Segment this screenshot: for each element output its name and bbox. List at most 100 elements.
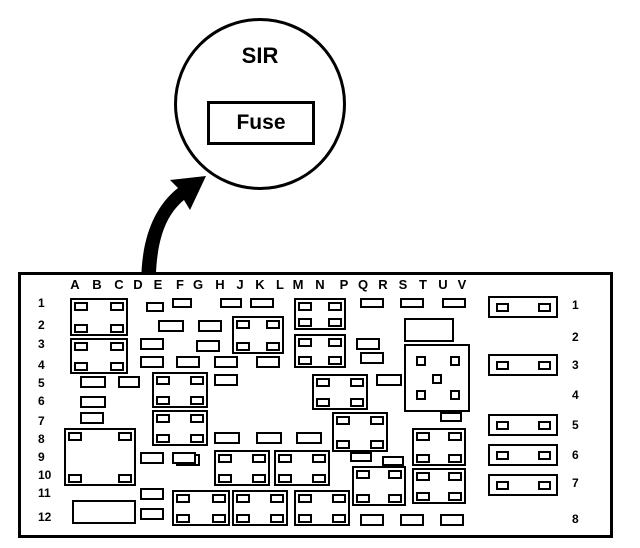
relay-contact xyxy=(110,362,124,371)
relay-contact xyxy=(298,514,312,523)
relay-contact xyxy=(350,398,364,407)
row-label-left: 7 xyxy=(38,414,45,428)
row-label-right: 2 xyxy=(572,330,579,344)
relay-block xyxy=(70,298,128,336)
relay-contact xyxy=(370,440,384,449)
fuse-slot xyxy=(256,432,282,444)
column-label: G xyxy=(192,277,204,292)
relay-contact xyxy=(328,338,342,347)
large-relay xyxy=(404,344,470,412)
row-label-right: 6 xyxy=(572,448,579,462)
relay-block xyxy=(412,428,466,466)
relay-contact xyxy=(236,494,250,503)
large-relay xyxy=(72,500,136,524)
relay-contact xyxy=(332,494,346,503)
fuse-slot xyxy=(360,514,384,526)
fuse-slot xyxy=(360,298,384,308)
relay-contact xyxy=(266,320,280,329)
relay-block xyxy=(232,490,288,526)
relay-block xyxy=(274,450,330,486)
relay-block xyxy=(294,490,350,526)
fuse-contact xyxy=(496,421,509,430)
fuse-slot xyxy=(214,356,238,368)
fuse-label: Fuse xyxy=(236,111,286,134)
row-label-right: 4 xyxy=(572,388,579,402)
relay-block xyxy=(152,372,208,408)
fuse-contact xyxy=(496,303,509,312)
relay-contact xyxy=(448,492,462,501)
row-label-left: 8 xyxy=(38,432,45,446)
row-label-right: 3 xyxy=(572,358,579,372)
relay-contact xyxy=(176,514,190,523)
relay-contact xyxy=(298,302,312,311)
side-fuse xyxy=(488,474,558,496)
column-label: C xyxy=(114,277,124,292)
relay-contact xyxy=(252,454,266,463)
column-label: K xyxy=(255,277,265,292)
relay-contact xyxy=(190,434,204,443)
row-label-left: 9 xyxy=(38,450,45,464)
relay-contact xyxy=(312,474,326,483)
fuse-slot xyxy=(296,432,322,444)
relay-contact xyxy=(176,494,190,503)
column-label: N xyxy=(315,277,325,292)
row-label-right: 7 xyxy=(572,476,579,490)
relay-contact xyxy=(448,472,462,481)
row-label-left: 3 xyxy=(38,337,45,351)
fuse-slot xyxy=(356,338,380,350)
fuse-slot xyxy=(400,298,424,308)
relay-contact xyxy=(356,470,370,479)
fuse-slot xyxy=(80,396,106,408)
relay-contact xyxy=(388,494,402,503)
relay-contact xyxy=(370,416,384,425)
relay-contact xyxy=(118,474,132,483)
fuse-contact xyxy=(538,361,551,370)
relay-block xyxy=(70,338,128,374)
fuse-contact xyxy=(496,361,509,370)
row-label-right: 1 xyxy=(572,298,579,312)
column-label: M xyxy=(292,277,304,292)
fuse-slot xyxy=(140,338,164,350)
column-label: B xyxy=(92,277,102,292)
fuse-slot xyxy=(214,374,238,386)
relay-contact xyxy=(450,356,460,366)
relay-block xyxy=(352,466,406,506)
row-label-right: 5 xyxy=(572,418,579,432)
fuse-slot xyxy=(198,320,222,332)
fuse-slot xyxy=(360,352,384,364)
fuse-contact xyxy=(496,451,509,460)
fuse-slot xyxy=(256,356,280,368)
row-label-left: 4 xyxy=(38,358,45,372)
fuse-slot xyxy=(220,298,242,308)
fuse-slot xyxy=(146,302,164,312)
fuse-slot xyxy=(400,514,424,526)
relay-contact xyxy=(236,320,250,329)
fuse-slot xyxy=(80,376,106,388)
column-label: L xyxy=(276,277,284,292)
relay-contact xyxy=(110,342,124,351)
relay-block xyxy=(64,428,136,486)
column-label: R xyxy=(378,277,388,292)
side-fuse xyxy=(488,414,558,436)
relay-contact xyxy=(416,356,426,366)
relay-contact xyxy=(278,474,292,483)
relay-contact xyxy=(118,432,132,441)
column-label: A xyxy=(70,277,80,292)
relay-contact xyxy=(74,342,88,351)
fuse-contact xyxy=(538,303,551,312)
fuse-slot xyxy=(140,356,164,368)
fuse-slot xyxy=(440,514,464,526)
row-label-left: 6 xyxy=(38,394,45,408)
relay-block xyxy=(172,490,230,526)
relay-contact xyxy=(190,376,204,385)
fuse-contact xyxy=(538,421,551,430)
relay-contact xyxy=(110,324,124,333)
column-label: Q xyxy=(357,277,369,292)
relay-contact xyxy=(218,474,232,483)
row-label-right: 8 xyxy=(572,512,579,526)
callout-title: SIR xyxy=(241,43,279,68)
column-label: H xyxy=(215,277,225,292)
relay-contact xyxy=(328,302,342,311)
relay-contact xyxy=(328,356,342,365)
column-label: E xyxy=(153,277,163,292)
